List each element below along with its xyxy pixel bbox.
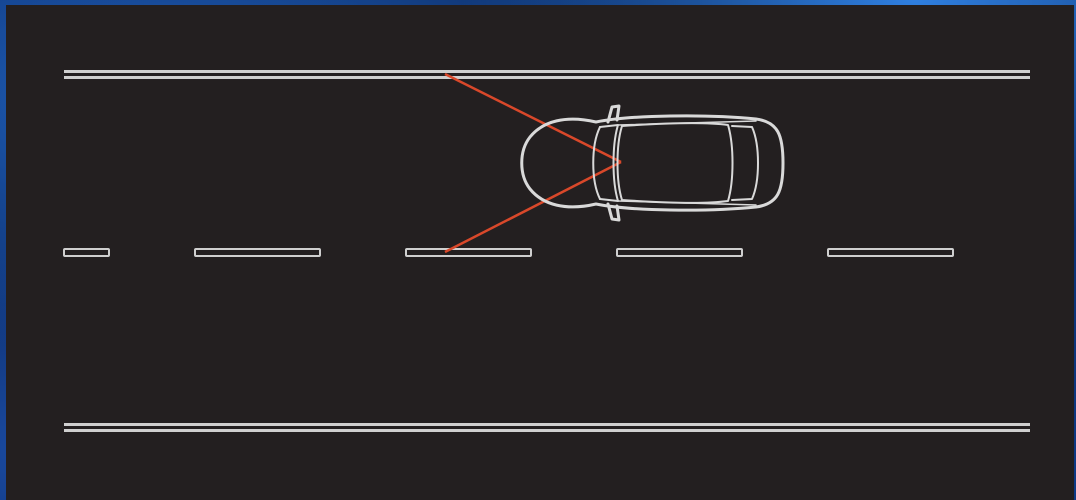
bottom-road-edge-line-1 — [64, 423, 1030, 426]
road-diagram — [6, 5, 1074, 500]
car-body-outline — [522, 116, 783, 210]
car-windshield-edge — [593, 127, 600, 199]
car-side-line-top — [618, 121, 756, 125]
car-roof — [618, 123, 733, 203]
top-road-edge-line-2 — [64, 76, 1030, 79]
lane-divider-dashed — [64, 249, 953, 256]
road-diagram-svg — [6, 5, 1074, 500]
lane-dash — [406, 249, 531, 256]
bottom-road-edge — [64, 423, 1030, 432]
sensor-field-of-view — [445, 74, 621, 252]
bottom-road-edge-line-2 — [64, 429, 1030, 432]
car-top-view-icon — [522, 106, 783, 220]
lane-dash — [617, 249, 742, 256]
top-road-edge-line-1 — [64, 70, 1030, 73]
car-rear-window — [732, 126, 758, 200]
car-side-line-bottom — [618, 201, 756, 205]
lane-dash — [64, 249, 109, 256]
top-road-edge — [64, 70, 1030, 79]
lane-dash — [828, 249, 953, 256]
lane-dash — [195, 249, 320, 256]
car-windshield — [600, 125, 618, 201]
